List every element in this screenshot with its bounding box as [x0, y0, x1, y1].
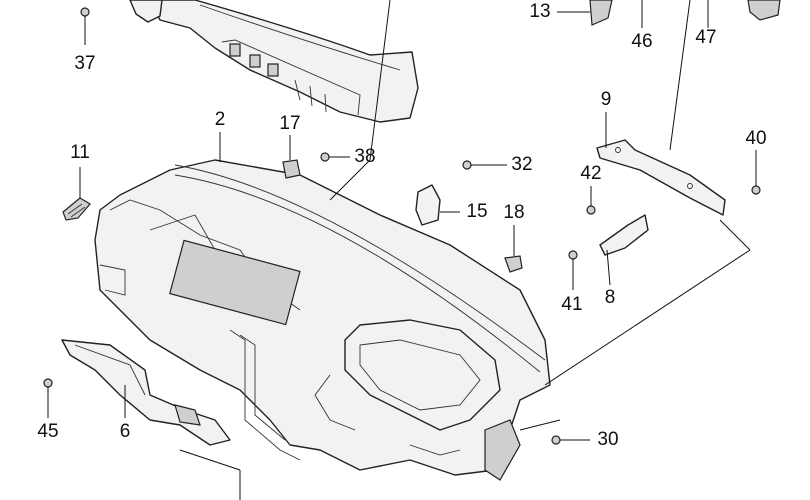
screw-icon-38 — [320, 152, 330, 162]
clip-part-47 — [747, 0, 781, 21]
callout-15: 15 — [466, 201, 487, 222]
clip-part-13 — [589, 0, 613, 26]
callout-6: 6 — [120, 421, 131, 442]
bracket-part-8 — [599, 214, 649, 256]
lower-panel-part — [61, 339, 231, 446]
screw-icon-30 — [551, 435, 561, 445]
leader-lines — [47, 0, 757, 500]
clip-part-18 — [504, 255, 523, 273]
callout-17: 17 — [279, 113, 300, 134]
callout-47: 47 — [695, 27, 716, 48]
callout-30: 30 — [597, 429, 618, 450]
callout-41: 41 — [561, 294, 582, 315]
upper-cover-part — [129, 0, 419, 123]
screw-icon-41 — [568, 250, 578, 260]
bracket-part-15 — [415, 184, 441, 226]
bracket-part-17 — [282, 159, 301, 179]
callout-37: 37 — [74, 53, 95, 74]
screw-icon-32 — [462, 160, 472, 170]
callout-9: 9 — [601, 89, 612, 110]
vent-part-11 — [62, 197, 91, 221]
callout-32: 32 — [511, 154, 532, 175]
callout-46: 46 — [631, 31, 652, 52]
screw-icon-40 — [751, 185, 761, 195]
callout-13: 13 — [529, 1, 550, 22]
callout-2: 2 — [215, 109, 226, 130]
screw-icon-45 — [43, 378, 53, 388]
callout-18: 18 — [503, 202, 524, 223]
bracket-part-9 — [596, 139, 726, 216]
screw-icon-37 — [80, 7, 90, 17]
callout-8: 8 — [605, 287, 616, 308]
screw-icon-42 — [586, 205, 596, 215]
callout-11: 11 — [70, 142, 90, 163]
callout-40: 40 — [745, 128, 766, 149]
callout-38: 38 — [354, 146, 375, 167]
callout-45: 45 — [37, 421, 58, 442]
callout-42: 42 — [580, 163, 601, 184]
dashboard-main-part — [94, 159, 551, 481]
